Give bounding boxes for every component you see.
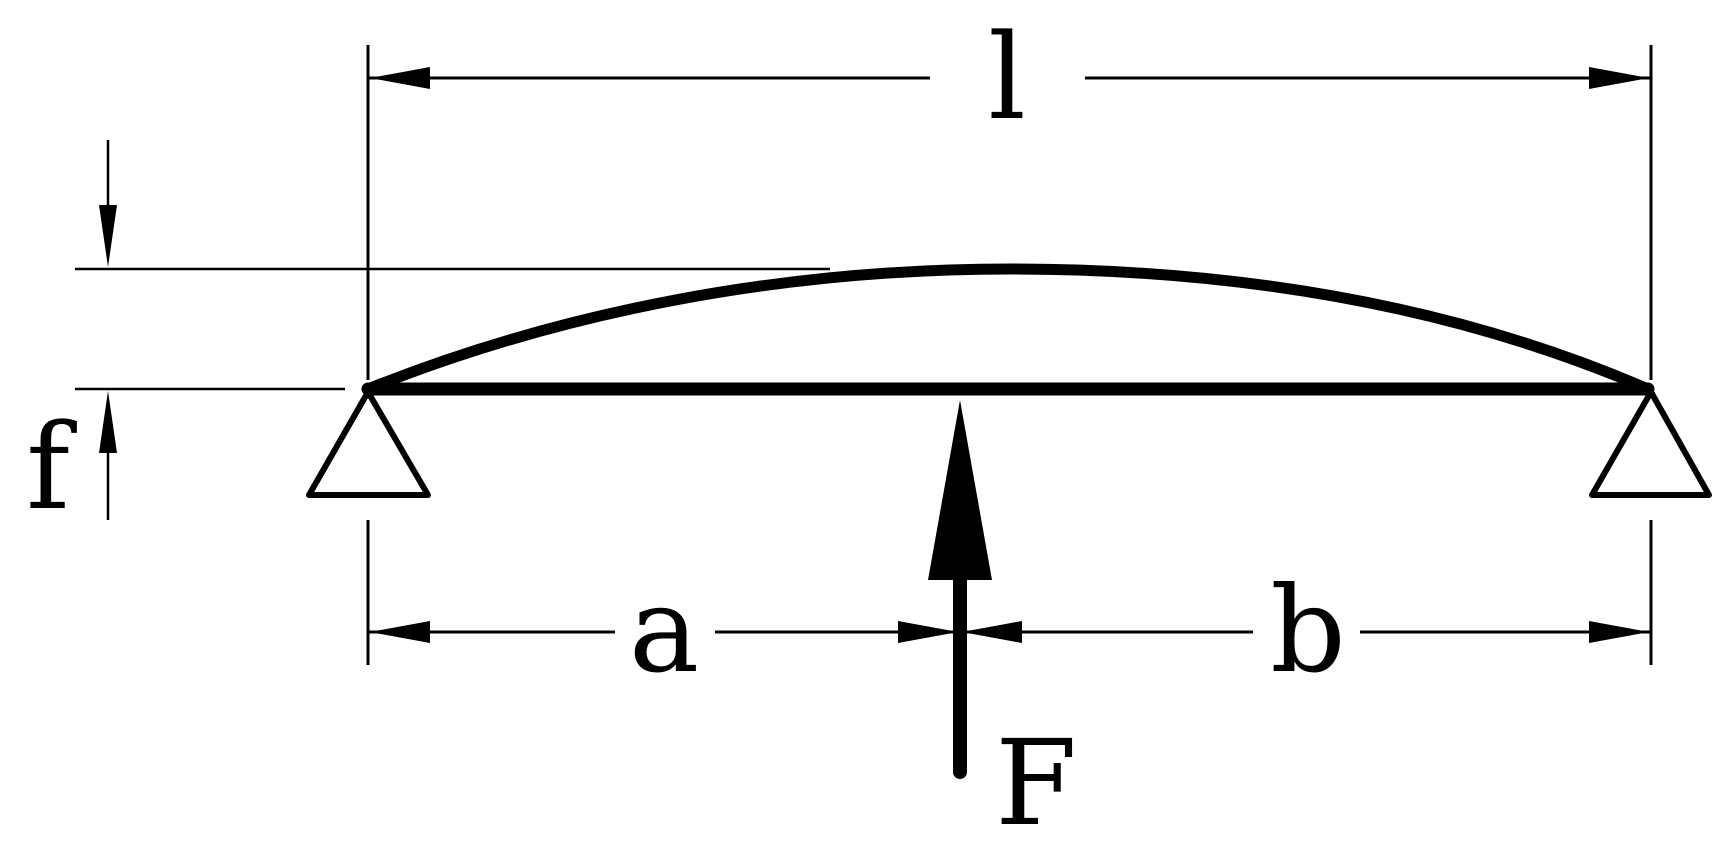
force-label: F bbox=[995, 714, 1077, 844]
right-support-icon bbox=[1589, 389, 1712, 498]
span-arrow-right-icon bbox=[1589, 67, 1649, 89]
segment-b-arrow-right-icon bbox=[1589, 621, 1649, 643]
left-support-icon bbox=[306, 389, 431, 498]
force-arrow: F bbox=[928, 400, 1077, 844]
segment-a-label: a bbox=[629, 561, 699, 699]
span-label: l bbox=[988, 8, 1026, 146]
deflected-beam-arc bbox=[362, 263, 1654, 395]
segment-a-arrow-right-icon bbox=[898, 621, 958, 643]
force-arrow-head-icon bbox=[928, 400, 992, 580]
segment-a-arrow-left-icon bbox=[370, 621, 430, 643]
deflection-arrow-up-icon bbox=[99, 391, 117, 453]
segment-b-label: b bbox=[1270, 561, 1346, 699]
deflection-arrow-down-icon bbox=[99, 205, 117, 267]
segment-b-arrow-left-icon bbox=[962, 621, 1022, 643]
segment-dimensions: a b bbox=[366, 520, 1653, 699]
span-dimension: l bbox=[366, 8, 1653, 380]
deflection-dimension: f bbox=[26, 140, 830, 536]
deflection-label: f bbox=[26, 398, 77, 536]
span-arrow-left-icon bbox=[370, 67, 430, 89]
